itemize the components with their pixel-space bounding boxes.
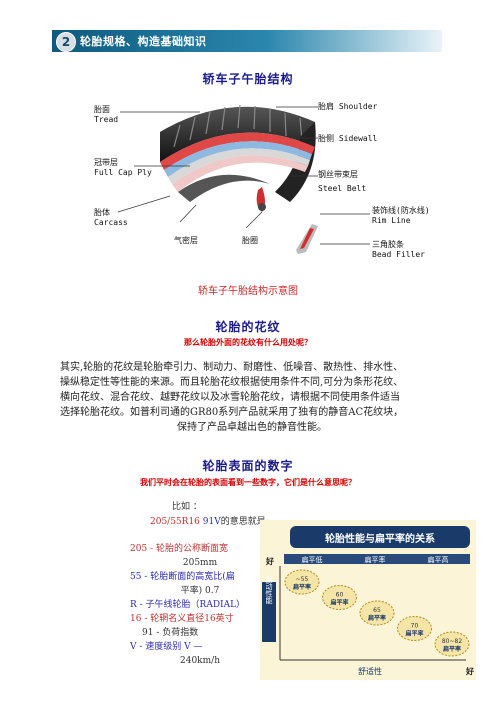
chart-bottom-right-good: 好 [465,666,474,676]
chart-bubble-label: 扁平率 [368,614,386,622]
chapter-number-badge: 2 [56,32,76,52]
bead-filler-detail-illustration [296,224,318,254]
chart-band-label: 扁平率 [365,555,386,564]
example-intro: 比如 ： [172,502,202,512]
chart-bubble-label: 扁平率 [330,599,348,607]
section-question-tread: 那么轮胎外面的花纹有什么用处呢？ [184,338,312,347]
label-bead: 胎圈 [242,236,258,245]
example-line: V - 速度级别 V — [130,642,203,652]
chart-bubble-label: 扁平率 [443,645,461,653]
aspect-ratio-chart: 轮胎性能与扁平率的关系 扁平低 扁平率 扁平高 好 运动性能 舒适性 好 ~55… [260,520,476,680]
tread-paragraph: 其实,轮胎的花纹是轮胎牵引力、制动力、耐磨性、低噪音、散热性、排水性、 操纵稳定… [60,362,404,433]
chart-bubble-value: ~55 [296,576,309,583]
chart-band-bar [284,554,470,564]
chart-band-label: 扁平高 [428,555,449,564]
example-line: 205mm [182,558,218,568]
example-line: 240km/h [180,656,220,666]
chart-title: 轮胎性能与扁平率的关系 [325,532,435,545]
chart-title-banner [290,526,470,548]
example-line: 205 - 轮胎的公称断面宽 [130,544,228,554]
chart-y-label: 运动性能 [265,576,273,605]
chapter-title: 轮胎规格、构造基础知识 [80,35,207,48]
chart-bubble-value: 65 [373,607,381,614]
chart-y-label-box [262,582,276,642]
section-title-structure: 轿车子午胎结构 [202,72,294,86]
chart-band-label: 扁平低 [302,555,323,564]
chart-bubble-label: 扁平率 [293,583,311,591]
example-line: 平率) 0.7 [180,586,220,596]
tire-cutaway-illustration [160,104,316,212]
label-sidewall: 胎侧 Sidewall [318,134,378,143]
section-question-numbers: 我们平时会在轮胎的表面看到一些数字，它们是什么意思呢？ [140,478,356,487]
example-line: R - 子午线轮胎（RADIAL） [130,600,246,610]
example-line: 91 - 负荷指数 [142,628,199,638]
label-rim-line: 装饰线(防水线)Rim Line [372,206,430,225]
chart-bubble-value: 80~82 [442,638,462,645]
example-explanation-list: 205 - 轮胎的公称断面宽 205mm 55 - 轮胎断面的高宽比(扁 平率)… [130,542,270,668]
example-line: 55 - 轮胎断面的高宽比(扁 [130,572,235,582]
chart-x-label: 舒适性 [358,666,382,676]
example-code-line: 205/55R16 91V的意思就是: [150,517,269,527]
section-title-sidewall-numbers: 轮胎表面的数字 [202,459,294,473]
chart-bubble-value: 60 [336,592,344,599]
label-inner-liner: 气密层 [174,236,198,245]
chapter-header-bar [52,30,442,52]
label-shoulder: 胎肩 Shoulder [318,102,378,111]
chart-top-left-good: 好 [265,556,274,566]
section-title-tread-pattern: 轮胎的花纹 [215,320,281,334]
figure-caption: 轿车子午胎结构示意图 [198,286,298,297]
example-line: 16 - 轮辋名义直径16英寸 [130,614,234,624]
chart-bubble-value: 70 [411,623,419,630]
chart-bubble-label: 扁平率 [405,630,423,638]
